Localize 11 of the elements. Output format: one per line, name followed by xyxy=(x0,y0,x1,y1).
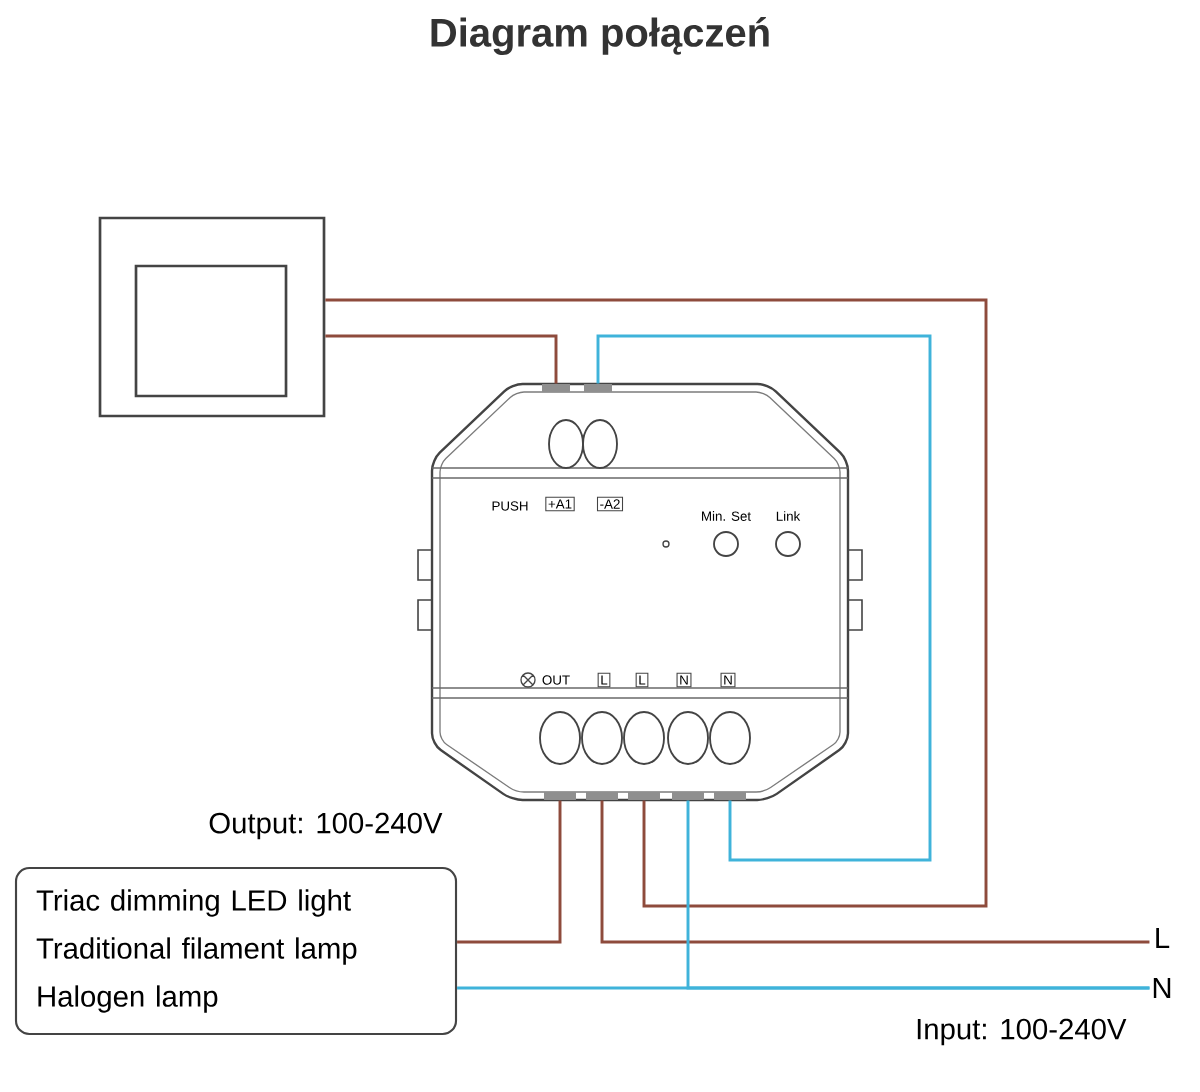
voltage-label: Input: 100-240V xyxy=(917,1018,1127,1046)
load-box: Triac dimming LED light Traditional filament lamp Halogen lamp xyxy=(14,866,458,1036)
wire xyxy=(600,800,1150,944)
voltage-label: Output: 100-240V xyxy=(209,812,443,840)
line-label: N xyxy=(1153,977,1171,999)
wire xyxy=(325,334,558,384)
switch-drawing xyxy=(98,216,326,418)
title: Diagram połączeń xyxy=(431,17,769,55)
line-label: L xyxy=(1156,927,1170,949)
wire xyxy=(457,800,562,944)
wire xyxy=(686,800,1150,990)
